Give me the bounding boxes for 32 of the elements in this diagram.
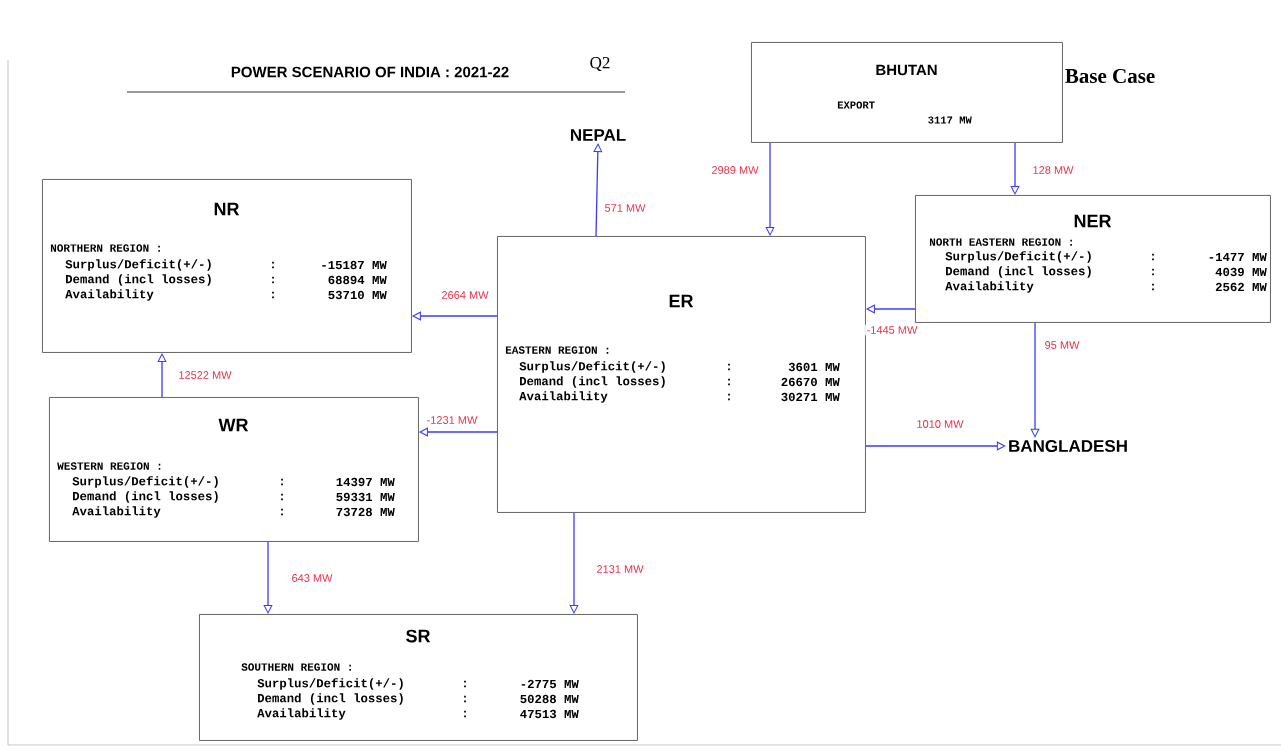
edge-label: 95 MW [1043, 339, 1081, 351]
edge-label: -1231 MW [425, 414, 479, 426]
arrow [866, 304, 916, 314]
edge-label: -1445 MW [865, 324, 919, 336]
title: POWER SCENARIO OF INDIA : 2021-22 [231, 66, 509, 78]
country-label: BANGLADESH [1009, 440, 1127, 453]
edge-label: 2131 MW [594, 563, 646, 575]
edge-label: 1010 MW [915, 418, 966, 430]
region-box: ER EASTERN REGION : Surplus/Deficit(+/-) : 3601 MW Demand (incl losses) : 26670 MW Availability : 30271 MW [497, 236, 866, 513]
arrow [419, 427, 498, 437]
region-box: NER NORTH EASTERN REGION : Surplus/Deficit(+/-) : -1477 MW Demand (incl losses) : 4039 MW Availability : 2562 MW [915, 195, 1271, 323]
arrow [1010, 142, 1020, 195]
region-box: SR SOUTHERN REGION : Surplus/Deficit(+/-) : -2775 MW Demand (incl losses) : 50288 MW Availability : 47513 MW [199, 614, 638, 741]
edge-label: 12522 MW [176, 369, 234, 381]
arrow [765, 142, 775, 236]
country-label: NEPAL [571, 129, 626, 141]
country-box: BHUTAN EXPORT 3117 MW [751, 42, 1063, 143]
edge-label: 643 MW [290, 572, 334, 584]
arrow [593, 143, 603, 237]
arrow [569, 512, 579, 614]
edge-label: 2664 MW [439, 289, 491, 301]
edge-label: 571 MW [603, 202, 647, 214]
label-text: Q2 [590, 57, 610, 71]
arrow [1030, 322, 1040, 438]
edge-label: 2989 MW [710, 164, 761, 176]
arrow [263, 541, 273, 614]
arrow [157, 353, 167, 398]
arrow [412, 311, 498, 321]
region-box: NR NORTHERN REGION : Surplus/Deficit(+/-) : -15187 MW Demand (incl losses) : 68894 MW Availability : 53710 MW [42, 179, 412, 353]
edge-label: 128 MW [1031, 164, 1075, 176]
arrow [865, 441, 1006, 451]
region-box: WR WESTERN REGION : Surplus/Deficit(+/-) : 14397 MW Demand (incl losses) : 59331 MW Availability : 73728 MW [49, 397, 419, 542]
